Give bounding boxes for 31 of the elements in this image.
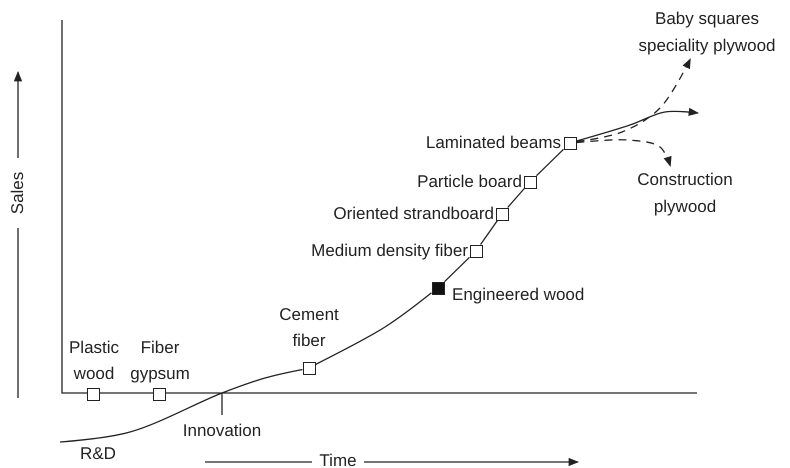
axis-label: Sales bbox=[7, 170, 28, 216]
product-marker bbox=[496, 208, 508, 220]
product-label: Oriented strandboard bbox=[332, 203, 494, 225]
product-label: Particle board bbox=[416, 171, 522, 193]
product-marker bbox=[152, 388, 166, 400]
sales-curve bbox=[536, 148, 564, 176]
product-label: Fiber gypsum bbox=[129, 337, 191, 385]
product-marker bbox=[302, 362, 316, 374]
product-label: Laminated beams bbox=[424, 132, 561, 154]
product-marker bbox=[470, 244, 482, 258]
arrow bbox=[576, 108, 700, 142]
sales-curve bbox=[507, 188, 525, 208]
outcome-label: Construction plywood bbox=[625, 166, 745, 220]
product-label: Plastic wood bbox=[68, 337, 120, 385]
product-label: Cement fiber bbox=[278, 304, 340, 352]
sales-curve bbox=[315, 292, 432, 366]
arrow bbox=[576, 58, 691, 142]
product-label: Engineered wood bbox=[452, 284, 586, 306]
sales-curve bbox=[60, 368, 303, 443]
arrow bbox=[576, 139, 672, 167]
phase-label: R&D bbox=[79, 443, 117, 465]
sales-curve bbox=[480, 220, 498, 245]
sales-curve bbox=[444, 256, 470, 282]
product-marker bbox=[524, 176, 536, 188]
axis-label: Time bbox=[318, 450, 358, 468]
milestone-label: Innovation bbox=[182, 420, 262, 442]
outcome-label: Baby squares speciality plywood bbox=[622, 5, 790, 59]
highlighted-marker bbox=[432, 282, 444, 294]
product-marker bbox=[564, 136, 576, 150]
product-marker bbox=[86, 388, 100, 400]
product-label: Medium density fiber bbox=[310, 240, 468, 262]
